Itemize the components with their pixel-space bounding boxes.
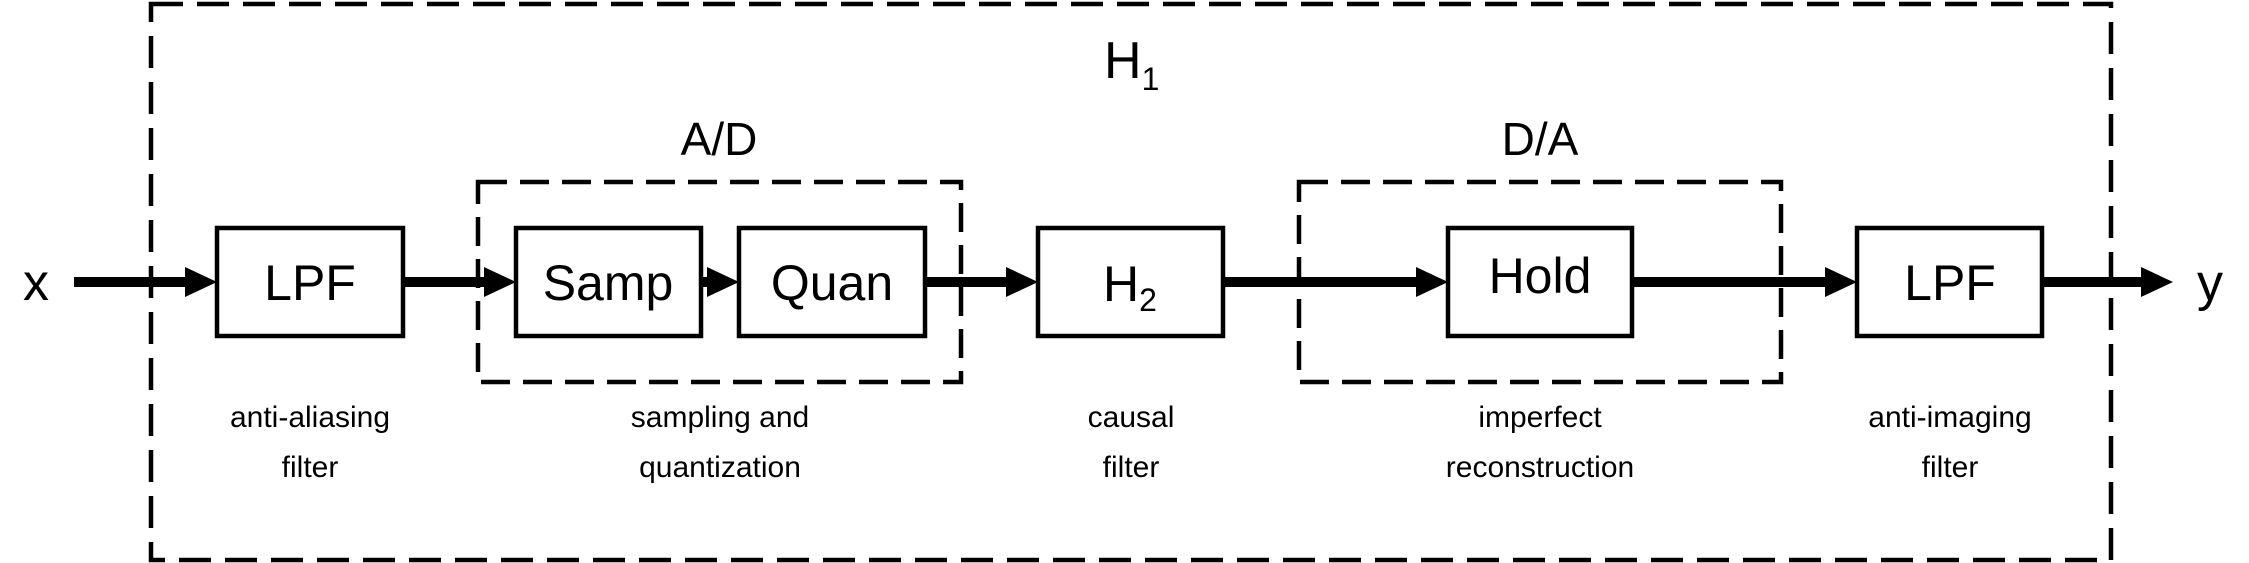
arrow-lpf-to-samp-head [484,267,516,297]
caption-causal-filter: causal filter [1088,401,1175,484]
block-label: Samp [543,255,674,311]
output-signal-label: y [2197,254,2223,312]
block-anti-aliasing-lpf: LPF [214,225,406,339]
input-signal-label: x [23,254,49,312]
caption-imperfect-reconstruction: imperfect reconstruction [1446,401,1634,484]
caption-line: anti-aliasing [230,401,390,434]
arrow-h2-to-hold-head [1416,267,1448,297]
block-box [1445,225,1635,339]
caption-line: imperfect [1478,401,1602,434]
block-label: LPF [264,255,356,311]
outer-system-label: H1 [1104,32,1159,97]
arrow-lpf-to-y-head [2141,267,2173,297]
arrow-quan-to-h2-head [1006,267,1038,297]
outer-system-label-subscript: 1 [1142,61,1160,97]
block-causal-filter-h2: H2 [1035,225,1226,339]
block-label: Hold [1489,248,1592,304]
arrow-samp-to-quan-head [707,267,739,297]
caption-line: sampling and [631,401,809,434]
block-label-main: H [1103,256,1139,312]
caption-line: filter [1922,451,1979,484]
block-box [736,225,928,339]
block-label: H2 [1103,256,1157,318]
caption-anti-imaging: anti-imaging filter [1868,401,2031,484]
caption-sampling-quantization: sampling and quantization [631,401,809,484]
block-box [214,225,406,339]
block-box [1035,225,1226,339]
block-label: LPF [1904,255,1996,311]
signal-arrows [74,267,2173,297]
caption-line: causal [1088,401,1175,434]
caption-anti-aliasing: anti-aliasing filter [230,401,390,484]
caption-line: anti-imaging [1868,401,2031,434]
caption-line: quantization [639,451,801,484]
ad-group-label: A/D [681,113,758,165]
block-label: Quan [771,255,893,311]
block-box [513,225,704,339]
block-box [1854,225,2045,339]
arrow-hold-to-lpf-head [1825,267,1857,297]
block-quantizer: Quan [736,225,928,339]
outer-system-label-main: H [1104,32,1142,90]
block-label-subscript: 2 [1139,282,1157,318]
caption-line: reconstruction [1446,451,1634,484]
block-anti-imaging-lpf: LPF [1854,225,2045,339]
block-hold: Hold [1445,225,1635,339]
da-group-label: D/A [1502,113,1579,165]
arrow-x-to-lpf-head [185,267,217,297]
block-sampler: Samp [513,225,704,339]
caption-line: filter [1103,451,1160,484]
caption-line: filter [282,451,339,484]
